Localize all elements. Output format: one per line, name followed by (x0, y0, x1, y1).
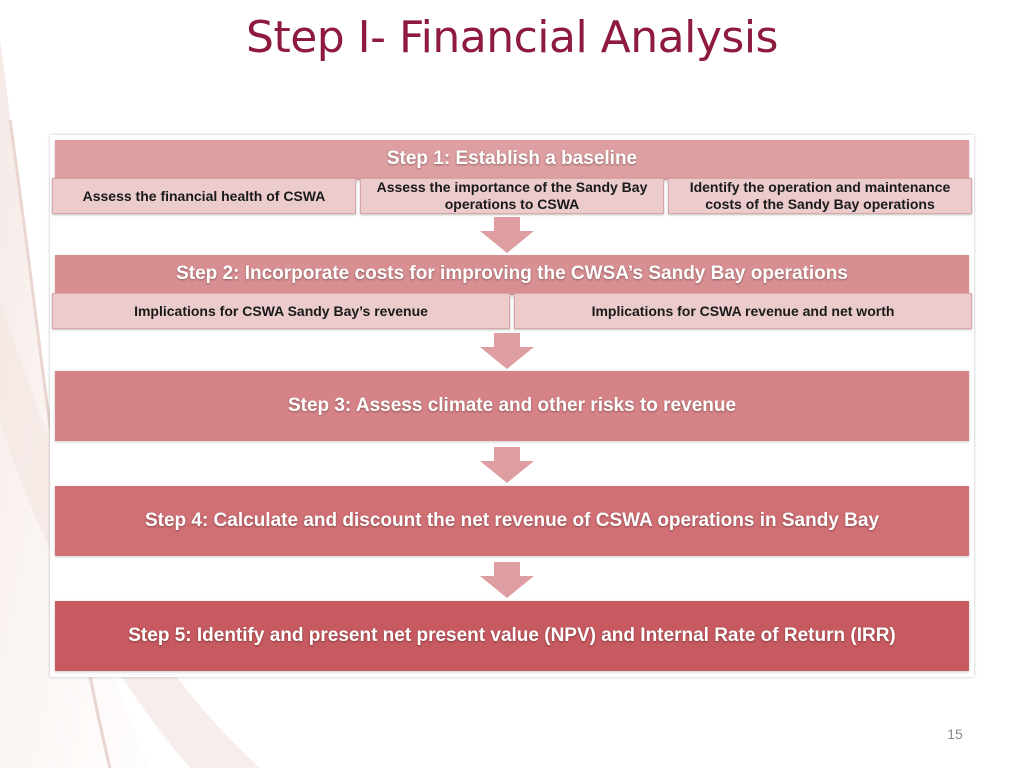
step-1-label: Step 1: Establish a baseline (386, 148, 638, 169)
step-2-item-revenue-net-worth: Implications for CSWA revenue and net wo… (514, 293, 972, 329)
step-1-sub-items: Assess the financial health of CSWA Asse… (52, 178, 972, 214)
step-5-header: Step 5: Identify and present net present… (55, 601, 969, 671)
step-2-header: Step 2: Incorporate costs for improving … (55, 255, 969, 295)
slide-title: Step I- Financial Analysis (246, 12, 778, 63)
flow-arrow-3 (480, 447, 534, 483)
step-5-label: Step 5: Identify and present net present… (128, 625, 896, 646)
step-3-header: Step 3: Assess climate and other risks t… (55, 371, 969, 441)
step-2-item-sandy-bay-revenue: Implications for CSWA Sandy Bay’s revenu… (52, 293, 510, 329)
step-2-sub-items: Implications for CSWA Sandy Bay’s revenu… (52, 293, 972, 329)
step-1-item-operation-costs: Identify the operation and maintenance c… (668, 178, 972, 214)
step-1-item-financial-health: Assess the financial health of CSWA (52, 178, 356, 214)
flow-arrow-1 (480, 217, 534, 253)
step-4-header: Step 4: Calculate and discount the net r… (55, 486, 969, 556)
financial-analysis-diagram: Step 1: Establish a baseline Assess the … (50, 135, 974, 677)
step-1-header: Step 1: Establish a baseline (55, 140, 969, 180)
step-1-item-sandy-bay-importance: Assess the importance of the Sandy Bay o… (360, 178, 664, 214)
step-4-label: Step 4: Calculate and discount the net r… (144, 510, 880, 531)
flow-arrow-4 (480, 562, 534, 598)
flow-arrow-2 (480, 333, 534, 369)
step-3-label: Step 3: Assess climate and other risks t… (287, 395, 737, 416)
step-2-label: Step 2: Incorporate costs for improving … (176, 263, 848, 284)
page-number: 15 (947, 726, 963, 742)
